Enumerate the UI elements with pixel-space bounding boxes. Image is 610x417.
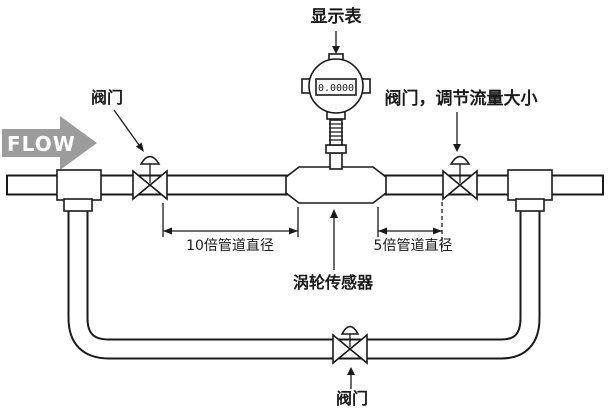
label-valve-bottom: 阀门 [336,389,368,408]
dimension-upstream: 10倍管道直径 [162,203,299,254]
left-tee-branch-collar [63,198,93,212]
flow-direction-arrow: FLOW [2,116,97,170]
left-tee-sleeve [56,169,102,201]
dim-downstream-arrow-right [433,227,442,235]
thread-lines [329,123,343,141]
right-valve-handle [449,155,471,165]
left-valve-body [132,169,168,201]
transmitter-head: 0.0000 [301,53,371,114]
dim-upstream-arrow-right [289,227,298,235]
transmitter-collar [325,144,347,154]
valve-bottom-pointer-head [347,367,355,375]
dimension-downstream: 5倍管道直径 [374,202,453,254]
callout-valve-right: 阀门，调节流量大小 [385,88,538,152]
callout-display-meter: 显示表 [311,6,363,54]
right-valve-body [442,169,478,201]
bypass-pipe-bore [69,185,539,358]
label-valve-left: 阀门 [91,88,123,107]
flow-arrow-shape [2,116,97,170]
dim-upstream-arrow-left [163,227,172,235]
callout-valve-bottom: 阀门 [336,367,368,408]
valve-right-pointer-head [453,144,461,152]
display-window [315,78,357,96]
valve-left-pointer-head [135,142,144,152]
flowmeter-body [285,166,387,204]
bottom-valve-body [332,333,368,365]
display-value: 0.0000 [318,83,354,94]
pipe-network-bore [8,176,602,358]
flow-label: FLOW [7,132,76,156]
label-valve-right: 阀门，调节流量大小 [385,88,538,109]
bottom-valve [332,325,368,365]
label-dim-5d: 5倍管道直径 [374,237,453,254]
right-tee-branch-collar [515,198,545,212]
right-tee-sleeve [507,169,553,201]
right-tee-fitting [507,169,553,212]
valve-left-pointer-line [113,109,140,146]
label-dim-10d: 10倍管道直径 [186,237,274,254]
right-valve [442,155,478,201]
bottom-valve-handle [340,325,360,335]
transmitter-neck [329,152,343,170]
label-turbine-sensor: 涡轮传感器 [293,273,374,292]
left-tee-fitting [56,169,102,212]
callout-valve-left: 阀门 [91,88,144,152]
left-valve-handle [139,155,161,165]
label-display-meter: 显示表 [311,6,363,27]
left-valve [132,155,168,201]
display-meter-pointer-head [332,46,340,54]
pipe-network-outline [6,174,604,360]
callout-turbine-sensor: 涡轮传感器 [293,209,374,292]
bypass-pipe-outline [67,185,541,360]
dim-downstream-arrow-left [378,227,387,235]
turbine-sensor-pointer-head [330,209,338,218]
turbine-flowmeter: 0.0000 [285,53,387,204]
